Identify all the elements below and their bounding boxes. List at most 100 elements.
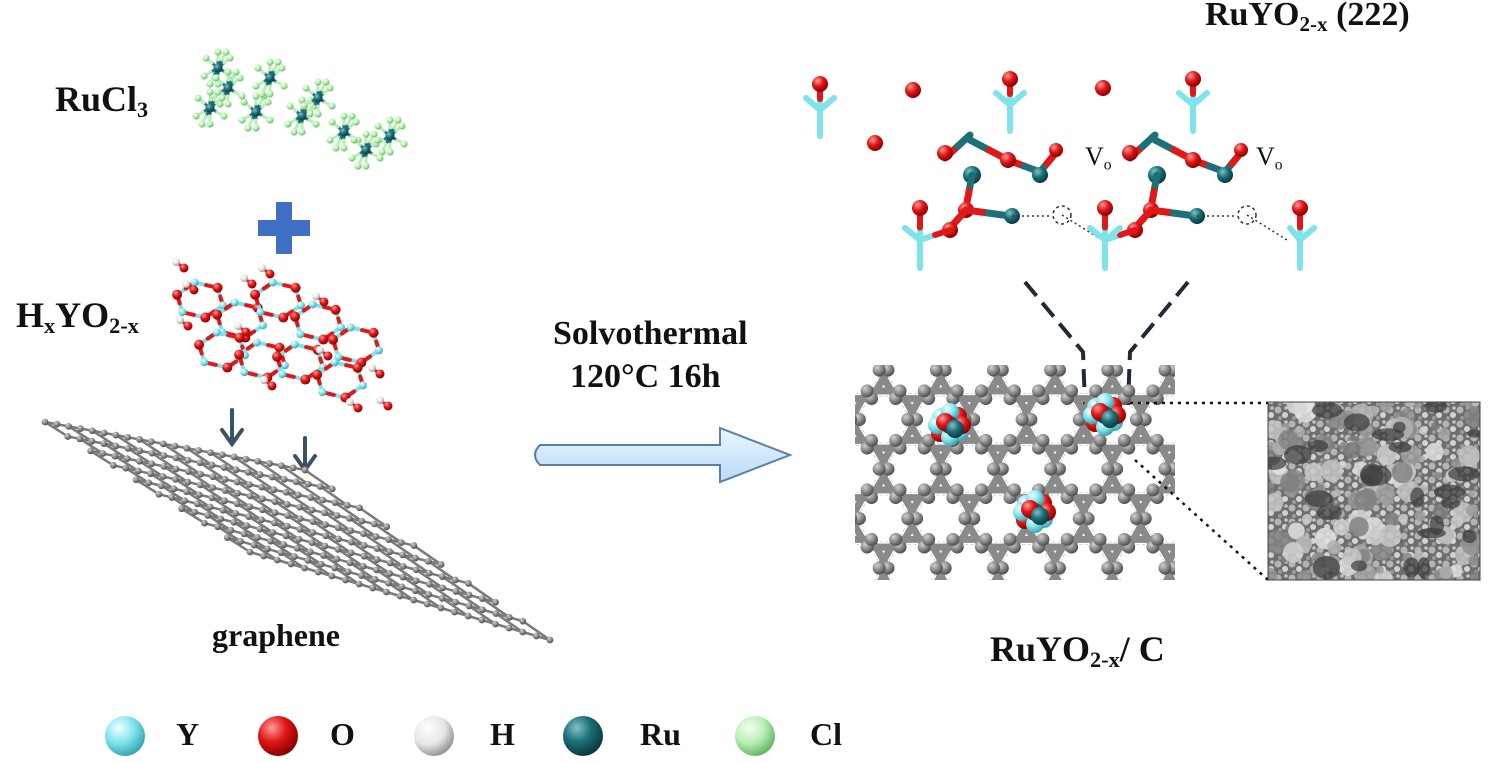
carbon-atom (264, 545, 271, 553)
hydrogen-atom (260, 376, 268, 384)
carbon-atom (307, 494, 314, 501)
oxygen-atom (375, 369, 385, 379)
oxygen-atom (290, 311, 301, 322)
carbon-atom (172, 454, 180, 462)
carbon-atom (1150, 532, 1164, 546)
carbon-atom (1065, 285, 1078, 298)
oxygen-atom (250, 289, 261, 300)
carbon-atom (1024, 314, 1037, 327)
carbon-atom (1007, 384, 1021, 398)
oxygen-atom (194, 339, 205, 350)
down-arrow-icon (220, 408, 244, 448)
carbon-atom (184, 468, 192, 475)
carbon-atom (967, 611, 980, 624)
oxygen-atom (812, 76, 828, 92)
yttrium-atom (190, 278, 199, 287)
carbon-atom (1089, 483, 1103, 497)
carbon-atom (1174, 439, 1175, 442)
carbon-atom (929, 561, 943, 575)
carbon-atom (100, 440, 108, 447)
carbon-atom (958, 314, 971, 327)
chlorine-atom (326, 136, 334, 144)
carbon-atom (425, 591, 433, 598)
carbon-atom (1146, 483, 1160, 497)
oxygen-atom (867, 135, 883, 151)
carbon-atom (438, 573, 446, 580)
carbon-atom (922, 433, 936, 447)
carbon-atom (1032, 343, 1045, 356)
carbon-atom (99, 450, 107, 457)
carbon-atom (53, 420, 61, 428)
carbon-atom (328, 485, 336, 493)
carbon-atom (951, 285, 964, 298)
carbon-atom (775, 392, 788, 405)
carbon-atom (386, 570, 394, 577)
yttrium-atom (374, 346, 383, 355)
carbon-atom (360, 552, 368, 560)
carbon-atom (196, 481, 204, 489)
chlorine-atom-icon (735, 716, 775, 756)
carbon-atom (803, 442, 816, 455)
carbon-atom (296, 525, 304, 533)
carbon-atom (1224, 562, 1237, 575)
oxygen-atom (247, 279, 257, 289)
carbon-atom (270, 486, 278, 494)
carbon-atom (282, 532, 290, 540)
carbon-atom (803, 582, 816, 595)
chlorine-atom (290, 128, 298, 136)
carbon-atom (1094, 590, 1107, 603)
carbon-atom (958, 512, 972, 525)
carbon-atom (233, 478, 241, 486)
carbon-atom (479, 606, 486, 614)
process-arrow-icon (534, 426, 793, 484)
oxygen-atom (172, 289, 183, 300)
oxygen-atom (318, 334, 329, 345)
carbon-atom (207, 449, 214, 456)
oxygen-atom (383, 401, 393, 411)
chlorine-atom (236, 74, 244, 82)
carbon-atom (860, 384, 874, 398)
carbon-atom (1101, 561, 1115, 575)
carbon-atom (808, 533, 821, 546)
carbon-atom (219, 506, 227, 514)
chlorine-atom (192, 112, 200, 120)
carbon-atom (946, 335, 959, 348)
carbon-atom (1082, 314, 1095, 327)
carbon-atom (901, 314, 914, 327)
hydrogen-atom (258, 264, 266, 272)
carbon-atom (356, 504, 363, 512)
oxygen-atom (1185, 152, 1201, 168)
carbon-atom (124, 433, 132, 441)
yttrium-atom (346, 323, 355, 332)
carbon-atom (183, 488, 191, 496)
carbon-atom (758, 364, 771, 377)
ruthenium-atom (339, 127, 349, 137)
carbon-atom (273, 556, 281, 564)
ruyo2x-222-structure (803, 71, 1317, 271)
carbon-atom (369, 584, 377, 592)
carbon-atom (1208, 491, 1221, 504)
carbon-atom (258, 516, 265, 524)
carbon-atom (155, 490, 163, 498)
carbon-atom (246, 548, 254, 556)
carbon-atom (950, 483, 964, 497)
chlorine-atom (352, 118, 360, 126)
carbon-atom (824, 562, 837, 575)
carbon-atom (331, 499, 339, 507)
carbon-atom (237, 537, 245, 545)
carbon-atom (398, 583, 406, 591)
chlorine-atom (286, 102, 294, 110)
oxygen-atom (330, 304, 341, 315)
carbon-atom (861, 640, 874, 653)
carbon-atom (1089, 582, 1102, 595)
carbon-atom (134, 467, 142, 475)
carbon-atom (294, 491, 302, 499)
chlorine-atom (398, 122, 406, 130)
carbon-atom (808, 590, 821, 603)
carbon-atom (861, 582, 874, 595)
carbon-atom (1175, 335, 1188, 348)
hydrogen-atom (172, 258, 180, 266)
carbon-atom (1118, 335, 1131, 348)
oxygen-atom (328, 334, 339, 345)
chlorine-atom (274, 58, 282, 66)
